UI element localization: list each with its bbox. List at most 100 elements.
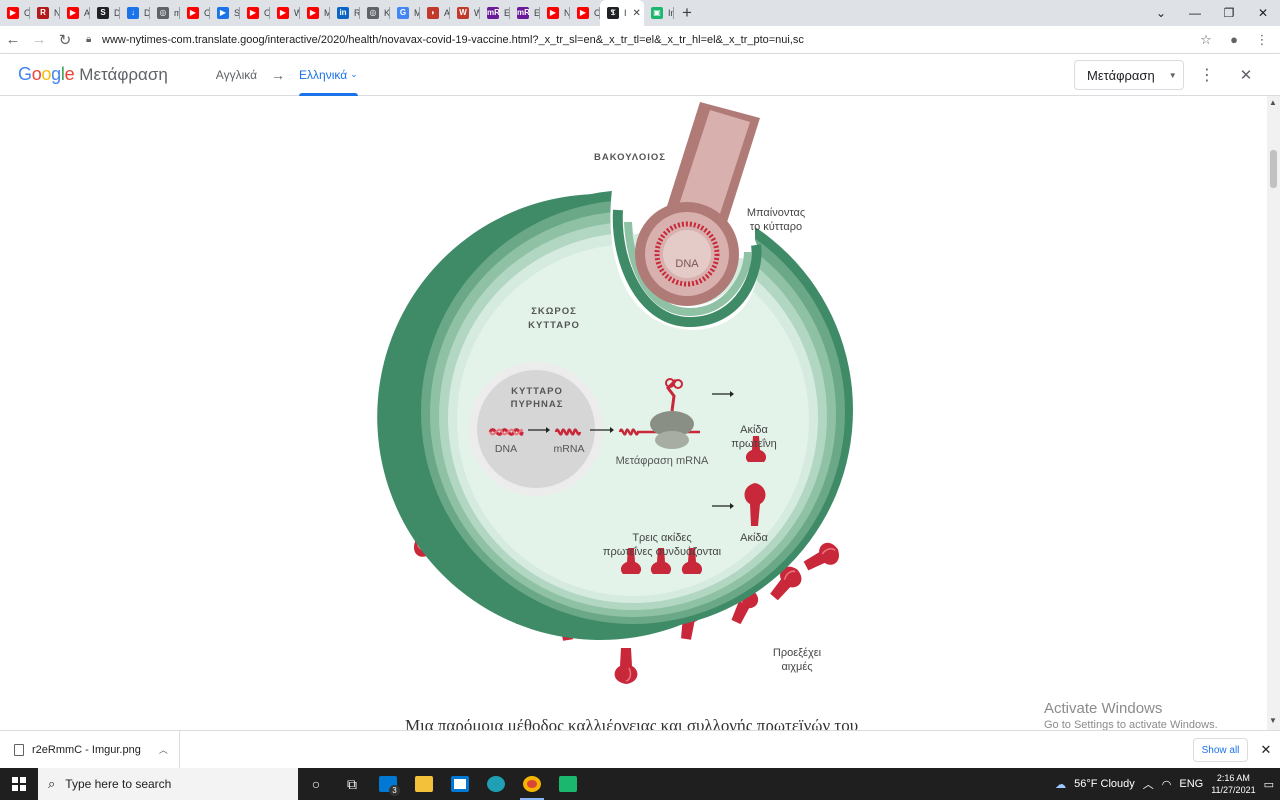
profile-icon[interactable]: ● <box>1230 32 1238 47</box>
store-icon[interactable] <box>442 768 478 800</box>
wifi-icon[interactable]: ◠ <box>1161 778 1172 791</box>
tab-favicon-icon: ◗ <box>427 7 439 19</box>
browser-tab[interactable]: ▶Sena <box>210 0 240 26</box>
more-options-icon[interactable]: ⋮ <box>1199 67 1215 84</box>
tab-favicon-icon: ◎ <box>367 7 379 19</box>
reload-icon[interactable]: ↻ <box>58 31 72 49</box>
mail-icon[interactable]: 3 <box>370 768 406 800</box>
tab-favicon-icon: ▶ <box>547 7 559 19</box>
tab-favicon-icon: ▶ <box>67 7 79 19</box>
nucleus-label-2: ΠΥΡΗΝΑΣ <box>511 399 564 410</box>
close-translate-icon[interactable]: ✕ <box>1239 67 1253 84</box>
tab-favicon-icon: ▶ <box>577 7 589 19</box>
mail-badge: 3 <box>389 785 400 796</box>
scroll-down-icon[interactable]: ▼ <box>1269 716 1277 725</box>
spike-label: Ακίδα <box>740 532 768 544</box>
tab-title: COV <box>594 8 600 18</box>
bookmark-star-icon[interactable]: ☆ <box>1200 31 1212 47</box>
address-bar[interactable]: 🔒︎ www-nytimes-com.translate.goog/intera… <box>86 29 1194 51</box>
task-view-icon[interactable]: ⧉ <box>347 775 357 792</box>
forward-icon[interactable]: → <box>31 31 47 48</box>
browser-tab[interactable]: ▶ COV <box>570 0 600 26</box>
clock-date: 11/27/2021 <box>1211 785 1256 795</box>
browser-tab[interactable]: GΜε <box>390 0 420 26</box>
browser-tab[interactable]: SDSC <box>90 0 120 26</box>
browser-tab[interactable]: ◎Key <box>360 0 390 26</box>
tab-favicon-icon: in <box>337 7 349 19</box>
browser-tab[interactable]: ▶O A <box>0 0 30 26</box>
browser-tab[interactable]: ▶O Γι <box>240 0 270 26</box>
browser-tab[interactable]: ↓Dow <box>120 0 150 26</box>
close-tab-icon[interactable]: ✕ <box>632 7 641 19</box>
file-explorer-icon[interactable] <box>406 768 442 800</box>
page-scrollbar[interactable]: ▲ ▼ <box>1267 96 1280 730</box>
close-downloads-icon[interactable]: ✕ <box>1260 742 1272 757</box>
baculovirus-diagram: DNA ΒΑΚΟΥΛΟΙΟΣ Μπαίνοντας το κύτταρο ΣΚΩ… <box>377 102 853 685</box>
browser-tab[interactable]: ▶ Nov <box>540 0 570 26</box>
browser-tab[interactable]: WWoc <box>450 0 480 26</box>
new-tab-button[interactable]: + <box>682 3 692 22</box>
browser-tab[interactable]: ▶WAT <box>270 0 300 26</box>
language-indicator[interactable]: ENG <box>1179 778 1204 790</box>
tab-title: Nov <box>564 8 570 18</box>
browser-tab[interactable]: ◗Abst <box>420 0 450 26</box>
source-language-tab[interactable]: Αγγλικά <box>215 67 258 82</box>
ribosome <box>618 378 700 449</box>
clock[interactable]: 2:16 AM 11/27/2021 <box>1211 772 1255 796</box>
browser-tab[interactable]: ◎med <box>150 0 180 26</box>
scroll-up-icon[interactable]: ▲ <box>1269 98 1277 107</box>
three-spikes-label-1: Τρεις ακίδες <box>632 532 691 544</box>
windows-taskbar: ⌕ Type here to search ○ ⧉ 3 ☁ 56°F Cloud… <box>0 768 1280 800</box>
weather-text[interactable]: 56°F Cloudy <box>1074 778 1135 790</box>
entering-cell-label-2: το κύτταρο <box>750 221 802 233</box>
chevron-up-icon[interactable]: ︿ <box>158 745 168 755</box>
tab-favicon-icon: ▶ <box>247 7 259 19</box>
chevron-down-icon: ⌄ <box>350 69 358 79</box>
windows-start-icon[interactable] <box>0 768 38 800</box>
browser-tab[interactable]: mREffic <box>480 0 510 26</box>
spike-protein-label-2: πρωτεΐνη <box>731 438 777 450</box>
tab-favicon-icon: 𝕿 <box>607 7 619 19</box>
restore-icon[interactable]: ❐ <box>1223 6 1235 20</box>
browser-menu-icon[interactable]: ⋮ <box>1255 31 1269 47</box>
browser-tab[interactable]: inRob <box>330 0 360 26</box>
scrollbar-thumb[interactable] <box>1270 150 1277 188</box>
browser-tab[interactable]: ▶Com <box>180 0 210 26</box>
browser-tab[interactable]: ▣Img <box>644 0 674 26</box>
tab-title: Dow <box>144 8 150 18</box>
nucleus-mrna-label: mRNA <box>554 443 585 455</box>
protrudes-label-1: Προεξέχει <box>773 647 822 659</box>
show-all-button[interactable]: Show all <box>1193 738 1248 762</box>
tab-search-icon[interactable]: ⌄ <box>1155 6 1167 20</box>
browser-tab[interactable]: mREffic <box>510 0 540 26</box>
tab-title: Με <box>414 8 420 18</box>
tab-favicon-icon: ▶ <box>217 7 229 19</box>
app-icon[interactable] <box>550 768 586 800</box>
target-language-label: Ελληνικά <box>299 67 348 82</box>
browser-tab[interactable]: RNéo <box>30 0 60 26</box>
notifications-icon[interactable]: ▭ <box>1263 778 1274 791</box>
edge-icon[interactable] <box>478 768 514 800</box>
target-language-tab[interactable]: Ελληνικά ⌄ <box>299 54 358 96</box>
taskbar-search-box[interactable]: ⌕ Type here to search <box>38 768 298 800</box>
browser-tab[interactable]: ▶ANA <box>60 0 90 26</box>
translation-mode-select[interactable]: Μετάφραση ▼ <box>1074 60 1184 90</box>
chevron-up-tray-icon[interactable]: ︿ <box>1142 779 1154 791</box>
window-controls: ⌄ — ❐ ✕ <box>1144 0 1280 26</box>
article-caption: Μια παρόμοια μέθοδος καλλιέργειας και συ… <box>405 716 859 730</box>
cortana-icon[interactable]: ○ <box>311 776 321 792</box>
entering-cell-label-1: Μπαίνοντας <box>747 207 805 219</box>
browser-tab[interactable]: ▶Med <box>300 0 330 26</box>
search-icon: ⌕ <box>48 776 56 791</box>
back-icon[interactable]: ← <box>5 31 21 48</box>
close-window-icon[interactable]: ✕ <box>1257 6 1269 20</box>
tab-title: WAT <box>294 8 300 18</box>
minimize-icon[interactable]: — <box>1189 6 1201 20</box>
tab-favicon-icon: S <box>97 7 109 19</box>
chrome-icon[interactable] <box>514 768 550 800</box>
watermark-title: Activate Windows <box>1044 700 1163 717</box>
download-item[interactable]: r2eRmmC - Imgur.png ︿ <box>14 730 180 769</box>
file-icon <box>14 743 24 756</box>
